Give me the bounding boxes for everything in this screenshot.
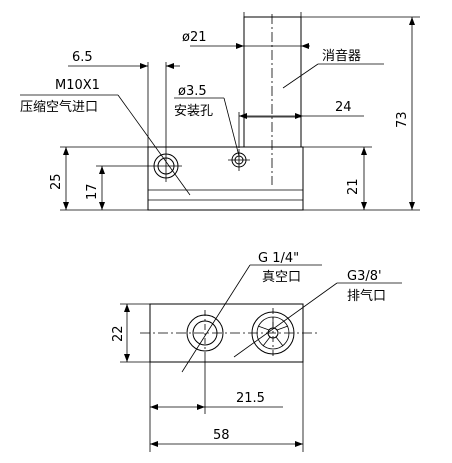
dim-73-label: 73 — [395, 111, 410, 128]
dim-phi21-label: ø21 — [182, 30, 207, 45]
top-view: G 1/4" 真空口 G3/8' 排气口 22 21.5 — [111, 251, 402, 452]
mount-hole-dia-label: ø3.5 — [178, 84, 207, 99]
dim-25-label: 25 — [49, 173, 64, 190]
exhaust-port-callout: G3/8' 排气口 — [233, 269, 402, 358]
muffler-callout: 消音器 — [282, 48, 384, 89]
dim-58: 58 — [150, 428, 303, 447]
dim-58-label: 58 — [213, 428, 230, 443]
vacuum-port-thread-label: G 1/4" — [258, 251, 299, 266]
dim-6-5: 6.5 — [68, 50, 180, 150]
dim-phi21: ø21 — [182, 30, 310, 49]
dim-21-5-label: 21.5 — [236, 391, 265, 406]
vacuum-port-callout: G 1/4" 真空口 — [181, 251, 322, 373]
block-body — [147, 146, 304, 211]
dim-6-5-label: 6.5 — [72, 50, 93, 65]
exhaust-port-thread-label: G3/8' — [347, 269, 382, 284]
dim-25: 25 — [49, 146, 148, 211]
dim-22-label: 22 — [111, 325, 126, 342]
inlet-thread-label: M10X1 — [55, 78, 100, 93]
dim-24-label: 24 — [335, 100, 352, 115]
exhaust-port-label: 排气口 — [347, 288, 386, 304]
vacuum-port-label: 真空口 — [262, 270, 301, 285]
muffler-label: 消音器 — [322, 48, 361, 64]
dim-17: 17 — [85, 165, 150, 210]
dim-21-5: 21.5 — [149, 356, 304, 452]
dim-21-vertical: 21 — [303, 146, 372, 210]
dim-17-label: 17 — [85, 183, 100, 200]
dim-22: 22 — [111, 303, 150, 363]
mount-hole-callout: ø3.5 安装孔 — [174, 84, 240, 157]
muffler-body — [243, 16, 302, 148]
inlet-label: 压缩空气进口 — [20, 99, 98, 115]
dim-21-vertical-label: 21 — [346, 178, 361, 195]
dim-24: 24 — [238, 100, 364, 148]
exhaust-port — [251, 308, 295, 358]
dim-73: 73 — [301, 16, 420, 211]
inlet-callout: M10X1 压缩空气进口 — [20, 78, 191, 196]
front-view: ø21 消音器 6.5 M10X1 压缩空气进口 — [20, 12, 420, 211]
mount-hole-label: 安装孔 — [174, 104, 213, 119]
